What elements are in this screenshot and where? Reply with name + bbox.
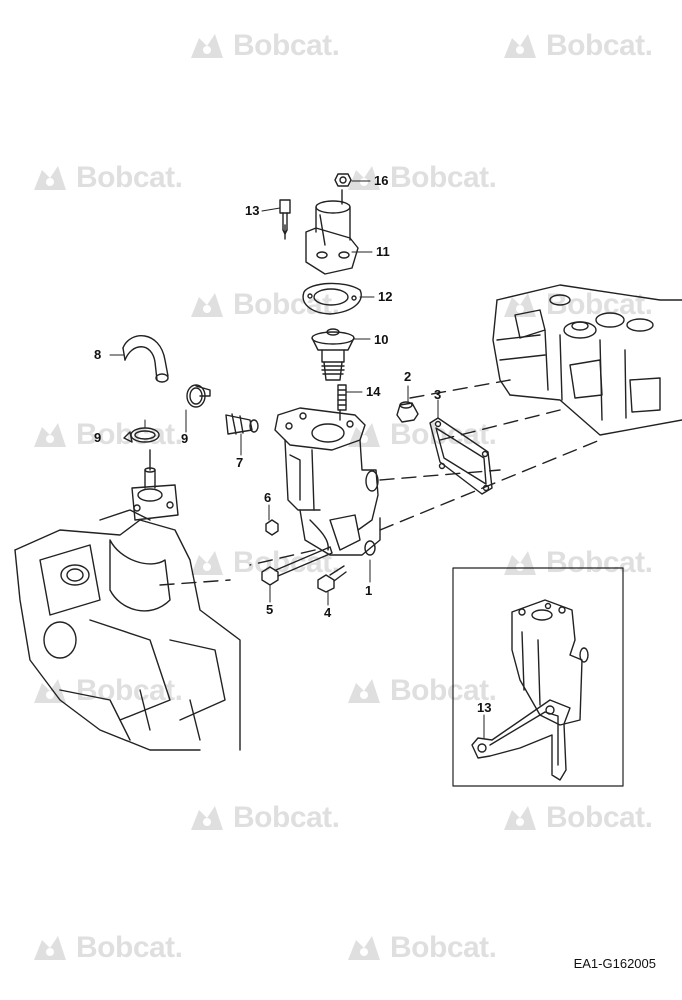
part-8-hose: [122, 335, 169, 383]
callout-7: 7: [236, 455, 244, 470]
part-15-stud: [337, 384, 347, 411]
part-9-clamp-upper: [186, 384, 211, 408]
callout-14: 13: [477, 700, 492, 715]
part-10-thermostat: [311, 328, 355, 381]
callout-16: 16: [374, 173, 389, 188]
callout-8: 8: [94, 347, 102, 362]
callout-9-upper: 9: [181, 431, 189, 446]
callout-10: 10: [374, 332, 389, 347]
part-6-nut: [265, 519, 279, 536]
part-2-cap: [396, 401, 419, 423]
callout-5: 5: [266, 602, 274, 617]
diagram-code: EA1-G162005: [573, 956, 656, 971]
part-12-gasket: [302, 282, 362, 315]
part-16-nut: [334, 173, 352, 187]
callout-13: 13: [245, 203, 260, 218]
part-1-thermostat-housing: [274, 407, 381, 556]
part-11-thermostat-cover: [305, 200, 359, 275]
callout-12: 12: [378, 289, 393, 304]
callout-15: 14: [366, 384, 381, 399]
leader-lines: [109, 180, 439, 606]
callout-4: 4: [324, 605, 332, 620]
callout-6: 6: [264, 490, 272, 505]
part-13-bolt: [279, 199, 291, 235]
callout-3: 3: [434, 387, 442, 402]
part-5-bolt: [261, 546, 333, 586]
inset-detail: [452, 567, 624, 787]
part-9-clamp-lower: [123, 427, 160, 443]
cylinder-head: [492, 284, 682, 436]
callout-9-lower: 9: [94, 430, 102, 445]
callout-11: 11: [376, 244, 390, 259]
alignment-lines: [159, 189, 601, 586]
callout-2: 2: [404, 369, 412, 384]
part-7-fitting: [225, 413, 259, 435]
callout-1: 1: [365, 583, 373, 598]
part-4-bolt: [317, 565, 347, 593]
water-pump-mount: [131, 449, 179, 521]
engine-block: [14, 509, 241, 751]
